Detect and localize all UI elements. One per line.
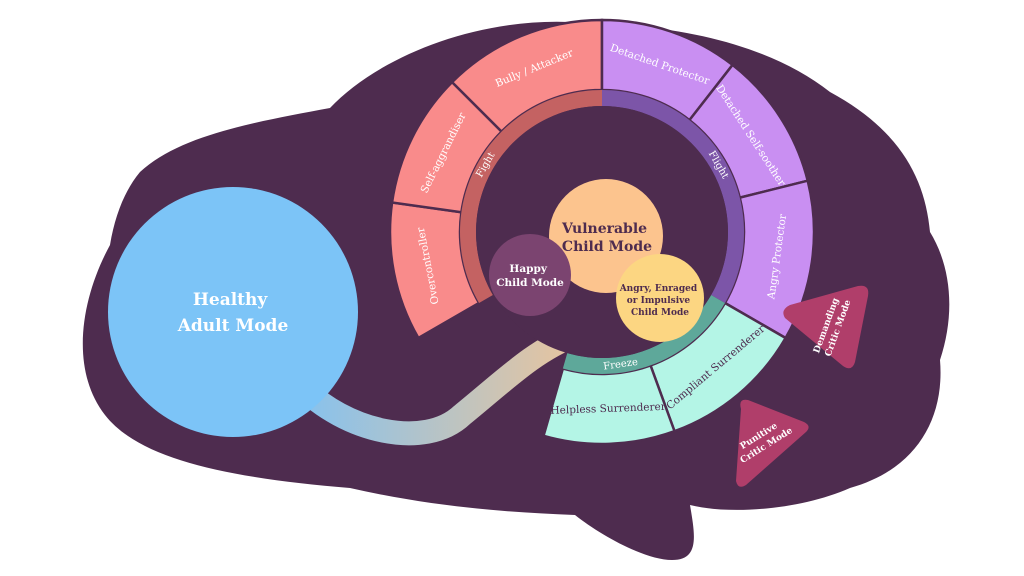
healthy-adult-line-2: Adult Mode <box>177 316 289 336</box>
angry-child-line-3: Child Mode <box>631 308 689 318</box>
demanding-critic-triangle <box>783 285 869 369</box>
group-ring-flight <box>602 90 744 303</box>
vulnerable-child-line-2: Child Mode <box>562 239 652 255</box>
healthy-adult-circle <box>108 187 358 437</box>
healthy-adult-line-1: Healthy <box>193 290 269 310</box>
group-label: Freeze <box>603 357 639 373</box>
happy-child-circle <box>489 234 571 316</box>
healthy-adult-label: Healthy Adult Mode <box>177 290 289 336</box>
group-ring-fight <box>460 90 602 303</box>
punitive-critic-mode: Punitive Critic Mode <box>736 399 809 487</box>
vulnerable-child-line-1: Vulnerable <box>561 221 647 237</box>
happy-child-line-1: Happy <box>509 263 547 275</box>
segment-label: Helpless Surrenderer <box>550 401 667 417</box>
angry-child-label: Angry, Enraged or Impulsive Child Mode <box>619 284 701 318</box>
punitive-critic-triangle <box>736 399 809 487</box>
angry-child-circle <box>616 254 704 342</box>
demanding-critic-mode: Demanding Critic Mode <box>783 285 869 369</box>
angry-child-line-2: or Impulsive <box>627 296 691 306</box>
angry-child-line-1: Angry, Enraged <box>619 284 698 294</box>
happy-child-line-2: Child Mode <box>496 277 564 289</box>
happy-child-label: Happy Child Mode <box>496 263 564 289</box>
group-ring-freeze <box>562 295 725 374</box>
vulnerable-child-label: Vulnerable Child Mode <box>561 221 652 255</box>
